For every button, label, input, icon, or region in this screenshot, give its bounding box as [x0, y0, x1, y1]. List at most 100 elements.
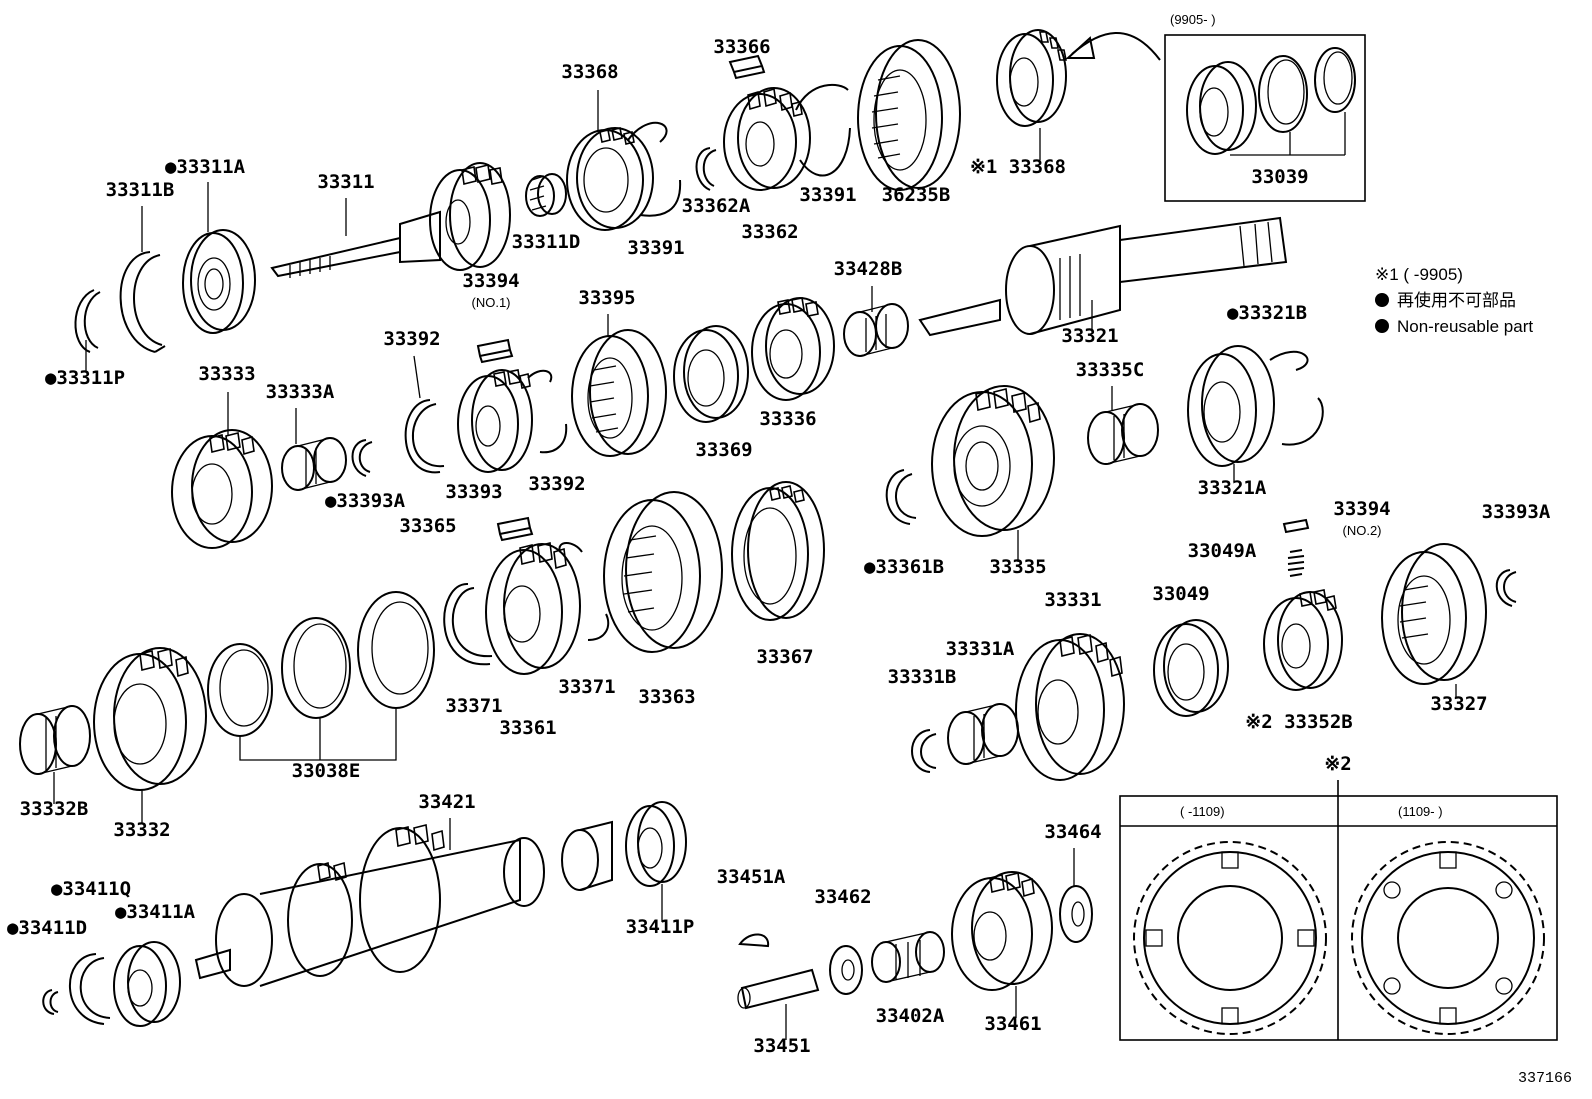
part-33391-key-spring-left	[627, 121, 682, 217]
part-33365-shifting-key	[496, 516, 534, 542]
part-callout: 36235B	[882, 184, 951, 206]
part-callout: 33038E	[292, 760, 361, 782]
part-callout: 33394	[462, 270, 519, 292]
part-callout: 33333	[198, 363, 255, 385]
part-33327-sleeve	[1381, 543, 1487, 685]
hub-right-variant	[1351, 841, 1545, 1035]
part-callout: 33392	[383, 328, 440, 350]
part-callout: 33335C	[1076, 359, 1145, 381]
part-callout: 33402A	[876, 1005, 945, 1027]
part-callout: 33363	[638, 686, 695, 708]
part-33331B-snap-ring	[911, 729, 937, 773]
part-33391-key-spring-right	[795, 83, 851, 177]
part-callout: 33335	[989, 556, 1046, 578]
legend-item-2-label: Non-reusable part	[1397, 317, 1534, 336]
part-33411Q-snap-ring	[68, 953, 111, 1025]
part-callout: 33391	[799, 184, 856, 206]
part-33395-sleeve	[571, 329, 667, 457]
part-33411A-bearing	[113, 941, 181, 1027]
part-33311D-needle-bearing	[525, 173, 567, 217]
part-callout: 33394	[1333, 498, 1390, 520]
part-callout: 33369	[695, 439, 752, 461]
part-33049-sync-ring	[1153, 619, 1229, 717]
right-variant-date-range: (1109- )	[1398, 804, 1443, 819]
part-33332B-needle-bearing	[19, 705, 91, 775]
part-33393A-snap-ring-right	[1495, 569, 1517, 607]
left-variant-date-range: ( -1109)	[1180, 804, 1225, 819]
part-callout: 33393A	[1482, 501, 1551, 523]
part-33321B-snap-ring	[1269, 350, 1324, 446]
part-callout: ●33321B	[1227, 302, 1307, 324]
part-33462-washer	[829, 945, 863, 995]
part-callout: 33421	[418, 791, 475, 813]
legend-item-1: 再使用不可部品	[1375, 288, 1533, 314]
part-callout: 33049A	[1188, 540, 1257, 562]
part-33361-hub	[485, 542, 581, 675]
leader-lines	[53, 90, 1457, 1040]
part-callout: 33331B	[888, 666, 957, 688]
part-33352B-hub	[1263, 589, 1343, 691]
part-33461-gear	[951, 871, 1053, 991]
callout-note: (NO.2)	[1343, 523, 1382, 538]
part-callout: ●33393A	[325, 490, 406, 512]
part-callout: ※2	[1324, 753, 1351, 775]
part-callout: 33366	[713, 36, 770, 58]
part-callout: ※1 33368	[970, 156, 1066, 178]
part-callout: 33327	[1430, 693, 1487, 715]
part-33394-shifting-key-no2	[1282, 518, 1310, 534]
part-33393A-snap-ring	[351, 439, 373, 477]
part-33362A-snap-ring	[695, 147, 717, 191]
part-33369-sync-ring	[673, 325, 749, 423]
variant-box	[1119, 780, 1558, 1041]
part-callout: 33367	[756, 646, 813, 668]
part-callout: 33362A	[682, 195, 751, 217]
diagram-reference-number: 337166	[1517, 1070, 1572, 1087]
part-callout: 33371	[445, 695, 502, 717]
part-callout: 33411P	[626, 916, 695, 938]
inset-date-range: (9905- )	[1170, 12, 1216, 27]
part-33368-synchronizer-ring	[566, 127, 654, 231]
part-33038E-ring-set	[207, 591, 435, 761]
part-callout: ●33411Q	[51, 878, 131, 900]
part-callout: 33365	[399, 515, 456, 537]
part-33367-sync-ring	[731, 481, 825, 621]
part-33394-shifting-key-no1	[476, 338, 514, 364]
part-33321A-bearing	[1187, 345, 1275, 467]
part-33393-hub	[457, 369, 533, 473]
callout-notes: (NO.1) (NO.2)	[472, 295, 1382, 538]
part-36235B-sleeve	[857, 39, 961, 191]
part-33333-gear	[171, 429, 273, 549]
replacement-arrow	[1065, 32, 1161, 61]
part-callout: 33371	[558, 676, 615, 698]
part-33311-input-shaft	[270, 162, 511, 278]
callout-note: (NO.1)	[472, 295, 511, 310]
part-callout: 33333A	[266, 381, 335, 403]
part-33336-gear	[751, 297, 835, 401]
part-33402A-needle-bearing	[871, 931, 945, 983]
part-33049A-spring	[1287, 549, 1305, 577]
part-33451-shaft	[737, 968, 820, 1010]
part-callout: 33395	[578, 287, 635, 309]
part-callout: ●33411D	[7, 917, 87, 939]
part-33332-gear	[93, 647, 207, 791]
part-callout: ●33311P	[45, 367, 125, 389]
part-callout: 33464	[1044, 821, 1101, 843]
legend-item-2: Non-reusable part	[1375, 314, 1533, 340]
part-33333A-needle-bearing	[281, 437, 347, 491]
part-callout: 33368	[561, 61, 618, 83]
part-33362-synchronizer-hub	[723, 87, 811, 191]
part-33335-gear	[931, 385, 1055, 537]
part-callout: 33331	[1044, 589, 1101, 611]
hub-left-variant	[1133, 841, 1327, 1035]
part-33311A-bearing	[182, 229, 256, 334]
part-callout: 33049	[1152, 583, 1209, 605]
bullet-icon	[1375, 319, 1389, 333]
part-33368-sync-ring-marked	[996, 29, 1067, 127]
part-callout: ●33311A	[165, 156, 246, 178]
legend-item-1-label: 再使用不可部品	[1397, 291, 1516, 310]
part-33361B-snap-ring	[885, 469, 917, 525]
part-callout: 33321A	[1198, 477, 1267, 499]
part-33363-sleeve	[603, 491, 723, 653]
